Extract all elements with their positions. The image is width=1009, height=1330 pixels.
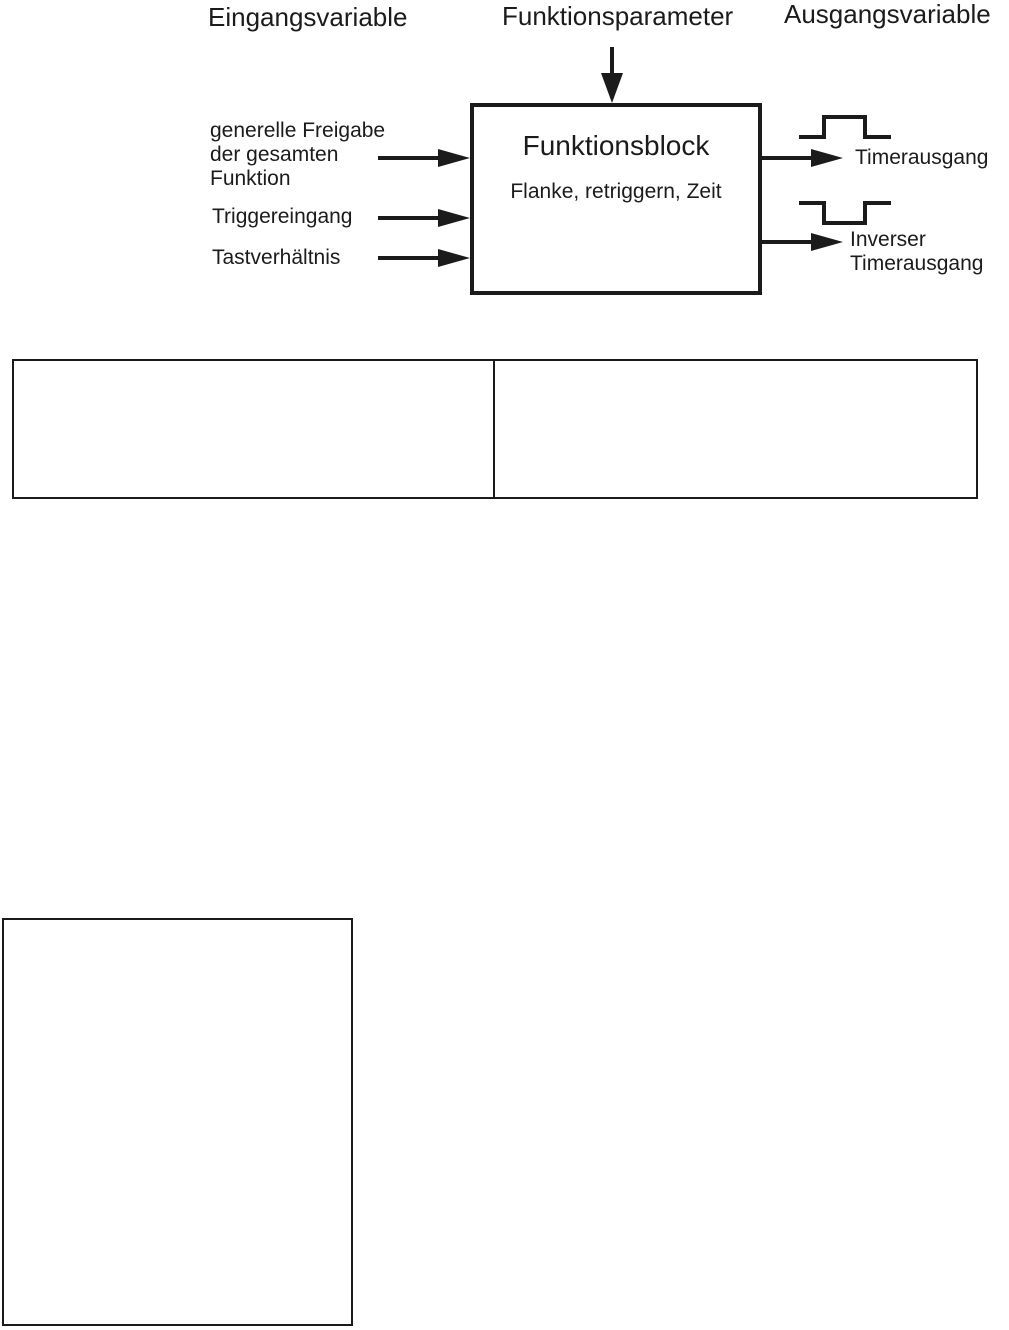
function-block-subtitle: Flanke, retriggern, Zeit — [510, 180, 722, 203]
table-cell-left — [14, 361, 495, 497]
output-label-inverted-timer-output: Inverser Timerausgang — [850, 228, 984, 275]
input-label-duty-cycle: Tastverhältnis — [212, 246, 341, 269]
arrow-right-icon — [760, 233, 843, 251]
inverted-pulse-waveform-icon — [799, 201, 891, 225]
arrow-right-icon — [378, 209, 470, 227]
arrow-right-icon — [760, 149, 843, 167]
function-block: Funktionsblock Flanke, retriggern, Zeit — [470, 103, 762, 295]
pulse-waveform-icon — [799, 115, 891, 139]
arrow-right-icon — [378, 249, 470, 267]
notes-table — [12, 359, 978, 499]
empty-figure-box — [2, 918, 353, 1326]
function-block-title: Funktionsblock — [522, 130, 710, 161]
column-header-input-variables: Eingangsvariable — [208, 2, 408, 32]
arrow-down-icon — [601, 47, 623, 103]
input-label-trigger: Triggereingang — [212, 205, 353, 228]
arrow-right-icon — [378, 149, 470, 167]
column-header-output-variables: Ausgangsvariable — [784, 0, 991, 29]
input-label-general-enable: generelle Freigabe der gesamten Funktion — [210, 119, 386, 190]
output-label-timer-output: Timerausgang — [855, 146, 989, 169]
table-cell-right — [495, 361, 976, 497]
column-header-function-parameters: Funktionsparameter — [502, 1, 734, 31]
